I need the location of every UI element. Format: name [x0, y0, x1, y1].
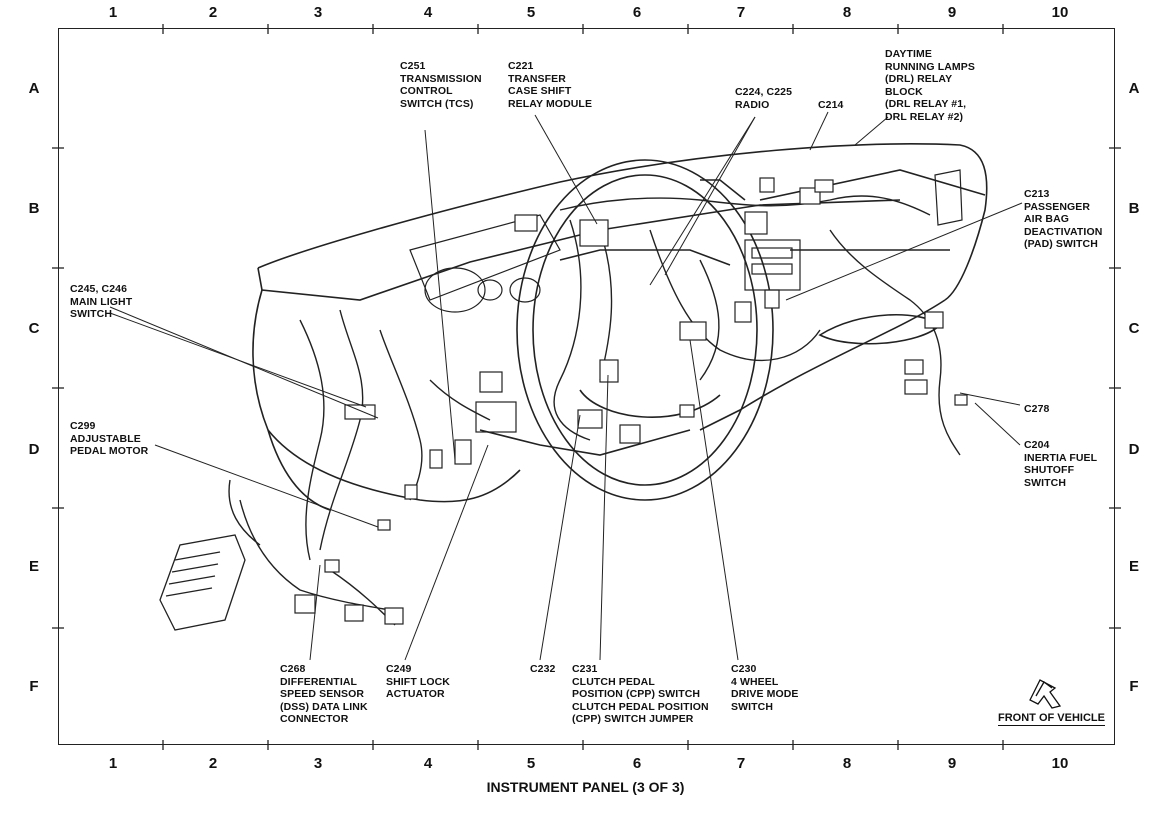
grid-row-c-right: C	[1128, 320, 1140, 337]
steering-wheel	[516, 159, 774, 501]
front-of-vehicle-label: FRONT OF VEHICLE	[998, 712, 1105, 726]
leader-lines	[109, 111, 1023, 661]
callout-c204: C204 INERTIA FUEL SHUTOFF SWITCH	[1024, 439, 1098, 489]
connector-blocks	[294, 177, 968, 625]
grid-row-b-right: B	[1128, 200, 1140, 217]
pcm-module	[159, 534, 246, 631]
grid-col-8-top: 8	[842, 4, 852, 21]
callout-c268: C268 DIFFERENTIAL SPEED SENSOR (DSS) DAT…	[280, 663, 368, 725]
dashboard-outline	[252, 143, 988, 511]
callout-c231: C231 CLUTCH PEDAL POSITION (CPP) SWITCH …	[572, 663, 709, 725]
grid-row-b-left: B	[28, 200, 40, 217]
grid-col-1-bottom: 1	[108, 755, 118, 772]
cluster-area	[409, 214, 561, 433]
grid-row-e-right: E	[1128, 558, 1139, 575]
grid-col-5-top: 5	[526, 4, 536, 21]
grid-col-4-bottom: 4	[423, 755, 433, 772]
center-stack	[744, 169, 963, 291]
diagram-frame	[58, 28, 1115, 745]
grid-row-d-right: D	[1128, 441, 1140, 458]
callout-c278: C278	[1024, 403, 1050, 415]
callout-drl-relay-block: DAYTIME RUNNING LAMPS (DRL) RELAY BLOCK …	[885, 48, 975, 123]
grid-col-7-bottom: 7	[736, 755, 746, 772]
callout-c224-c225: C224, C225 RADIO	[735, 86, 793, 111]
grid-row-f-right: F	[1129, 678, 1139, 695]
front-arrow-icon	[1029, 679, 1062, 709]
grid-col-2-top: 2	[208, 4, 218, 21]
grid-col-5-bottom: 5	[526, 755, 536, 772]
grid-col-6-bottom: 6	[632, 755, 642, 772]
grid-col-3-top: 3	[313, 4, 323, 21]
grid-col-4-top: 4	[423, 4, 433, 21]
grid-col-10-top: 10	[1051, 4, 1069, 21]
callout-c251: C251 TRANSMISSION CONTROL SWITCH (TCS)	[400, 60, 482, 110]
grid-row-c-left: C	[28, 320, 40, 337]
callout-c221: C221 TRANSFER CASE SHIFT RELAY MODULE	[508, 60, 593, 110]
grid-ticks	[52, 24, 1121, 750]
callout-c245-c246: C245, C246 MAIN LIGHT SWITCH	[70, 283, 133, 320]
callout-c249: C249 SHIFT LOCK ACTUATOR	[386, 663, 450, 700]
callout-c232: C232	[530, 663, 556, 675]
callout-c213: C213 PASSENGER AIR BAG DEACTIVATION (PAD…	[1024, 188, 1103, 250]
callout-c299: C299 ADJUSTABLE PEDAL MOTOR	[70, 420, 149, 457]
grid-row-a-right: A	[1128, 80, 1140, 97]
grid-col-7-top: 7	[736, 4, 746, 21]
grid-col-2-bottom: 2	[208, 755, 218, 772]
grid-row-e-left: E	[28, 558, 39, 575]
grid-row-a-left: A	[28, 80, 40, 97]
grid-col-1-top: 1	[108, 4, 118, 21]
wiring-harness	[228, 195, 961, 626]
grid-row-d-left: D	[28, 441, 40, 458]
grid-col-10-bottom: 10	[1051, 755, 1069, 772]
grid-col-9-top: 9	[947, 4, 957, 21]
callout-c214: C214	[818, 99, 844, 111]
diagram-title: INSTRUMENT PANEL (3 OF 3)	[486, 779, 685, 795]
grid-col-6-top: 6	[632, 4, 642, 21]
callout-c230: C230 4 WHEEL DRIVE MODE SWITCH	[731, 663, 799, 713]
grid-row-f-left: F	[29, 678, 39, 695]
grid-col-3-bottom: 3	[313, 755, 323, 772]
grid-col-9-bottom: 9	[947, 755, 957, 772]
grid-col-8-bottom: 8	[842, 755, 852, 772]
